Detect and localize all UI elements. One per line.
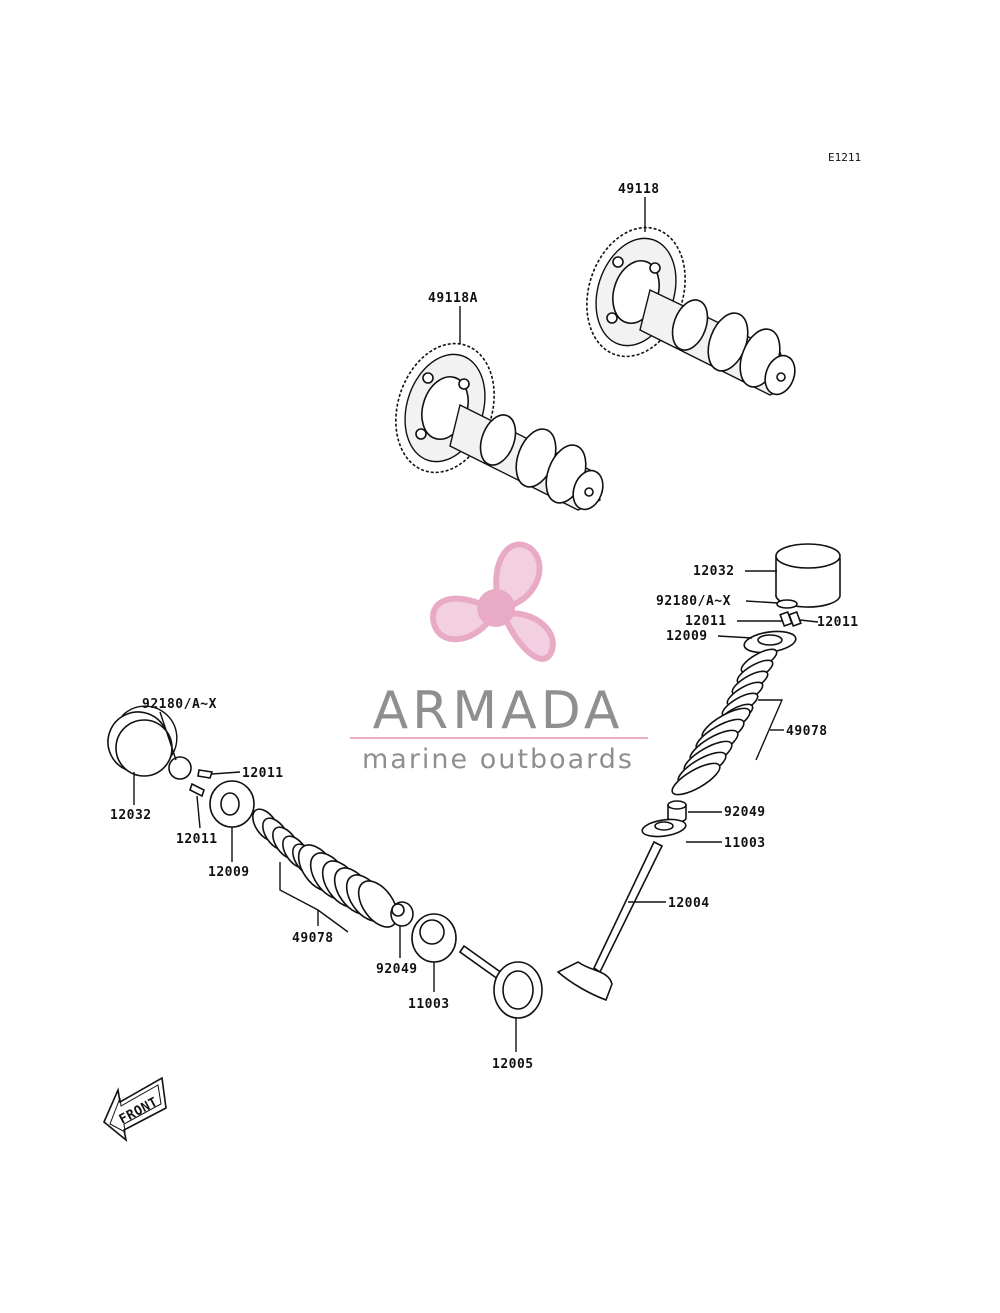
label-right-seat: 11003 (724, 836, 766, 851)
right-valve[interactable] (556, 840, 664, 1002)
armada-logo: ARMADA marine outboards (350, 541, 648, 775)
label-right-lifter: 12032 (693, 564, 735, 579)
label-left-valve: 12005 (492, 1057, 534, 1072)
diagram-code: E1211 (828, 151, 861, 164)
left-valve-assembly (100, 704, 543, 1019)
left-lifter[interactable] (100, 704, 178, 781)
label-left-spring: 49078 (292, 931, 334, 946)
label-left-seal: 92049 (376, 962, 418, 977)
camshaft-upper[interactable] (571, 215, 800, 399)
right-cotters[interactable] (779, 610, 802, 628)
left-cotters[interactable] (189, 769, 214, 798)
right-lifter[interactable] (775, 543, 841, 608)
label-right-valve: 12004 (668, 896, 710, 911)
watermark-brand: ARMADA (373, 681, 624, 741)
right-shim[interactable] (776, 599, 798, 609)
label-left-cotter-b: 12011 (176, 832, 218, 847)
label-right-cotter-a: 12011 (685, 614, 727, 629)
label-left-shim: 92180/A~X (142, 697, 217, 712)
camshaft-lower[interactable] (380, 331, 608, 514)
label-right-retainer: 12009 (666, 629, 708, 644)
left-shim[interactable] (168, 756, 192, 780)
left-seal[interactable] (390, 901, 414, 927)
right-seat[interactable] (641, 817, 687, 839)
label-right-seal: 92049 (724, 805, 766, 820)
label-left-retainer: 12009 (208, 865, 250, 880)
watermark-tagline: marine outboards (362, 744, 634, 775)
right-spring[interactable] (668, 645, 780, 800)
right-valve-assembly (556, 543, 841, 1002)
left-valve[interactable] (458, 944, 543, 1019)
label-left-seat: 11003 (408, 997, 450, 1012)
label-left-cotter-a: 12011 (242, 766, 284, 781)
label-49118A: 49118A (428, 291, 478, 306)
front-arrow-icon: FRONT (103, 1076, 167, 1143)
label-right-spring: 49078 (786, 724, 828, 739)
label-left-lifter: 12032 (110, 808, 152, 823)
left-seat[interactable] (411, 913, 457, 963)
label-49118: 49118 (618, 182, 660, 197)
label-right-shim: 92180/A~X (656, 594, 731, 609)
label-right-cotter-b: 12011 (817, 615, 859, 630)
left-spring[interactable] (247, 805, 405, 934)
left-retainer[interactable] (209, 780, 255, 828)
